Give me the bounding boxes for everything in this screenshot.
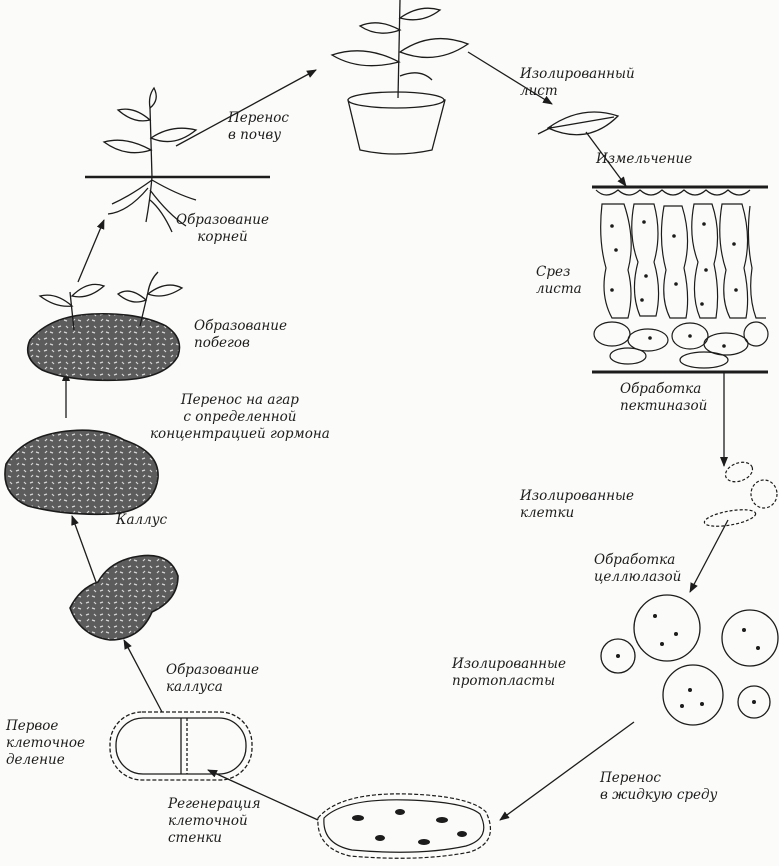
callus-icon bbox=[4, 312, 181, 641]
arrow-icon bbox=[499, 721, 635, 821]
isolated-cells-drawing bbox=[703, 461, 778, 527]
cycle-arrows bbox=[62, 51, 729, 821]
arrow-icon bbox=[585, 131, 627, 187]
label-to-liquid-medium: Перенос в жидкую среду bbox=[600, 770, 718, 803]
label-callus-formation: Образование каллуса bbox=[166, 662, 259, 695]
label-isolated-protoplasts: Изолированные протопласты bbox=[452, 656, 566, 689]
protoplast-icon bbox=[600, 594, 779, 726]
liquid-culture-cell bbox=[317, 793, 491, 859]
label-grinding: Измельчение bbox=[596, 151, 693, 167]
arrow-icon bbox=[689, 519, 729, 593]
shoot-drawing bbox=[38, 271, 184, 331]
label-first-division: Первое клеточное деление bbox=[6, 718, 85, 768]
arrow-icon bbox=[207, 769, 319, 821]
plant-with-roots-icon bbox=[85, 86, 270, 233]
label-isolated-leaf: Изолированный лист bbox=[520, 66, 635, 99]
label-transfer-to-soil: Перенос в почву bbox=[228, 110, 289, 143]
leaf-section-drawing bbox=[592, 185, 769, 374]
arrow-icon bbox=[467, 51, 553, 105]
label-transfer-to-agar: Перенос на агар с определенной концентра… bbox=[150, 392, 330, 442]
dividing-cell-drawing bbox=[109, 711, 253, 781]
label-leaf-section: Срез листа bbox=[536, 264, 582, 297]
leaf-icon bbox=[537, 111, 620, 136]
arrow-icon bbox=[77, 219, 105, 283]
label-isolated-cells: Изолированные клетки bbox=[520, 488, 634, 521]
label-callus: Каллус bbox=[116, 512, 168, 528]
label-root-formation: Образование корней bbox=[176, 212, 269, 245]
label-shoot-formation: Образование побегов bbox=[194, 318, 287, 351]
label-pectinase: Обработка пектиназой bbox=[620, 381, 708, 414]
arrow-icon bbox=[175, 69, 317, 147]
arrow-icon bbox=[123, 639, 163, 713]
label-cell-wall-regeneration: Регенерация клеточной стенки bbox=[168, 796, 261, 846]
label-cellulase: Обработка целлюлазой bbox=[594, 552, 682, 585]
arrow-icon bbox=[71, 515, 97, 583]
plant-in-pot-icon bbox=[330, 0, 470, 155]
